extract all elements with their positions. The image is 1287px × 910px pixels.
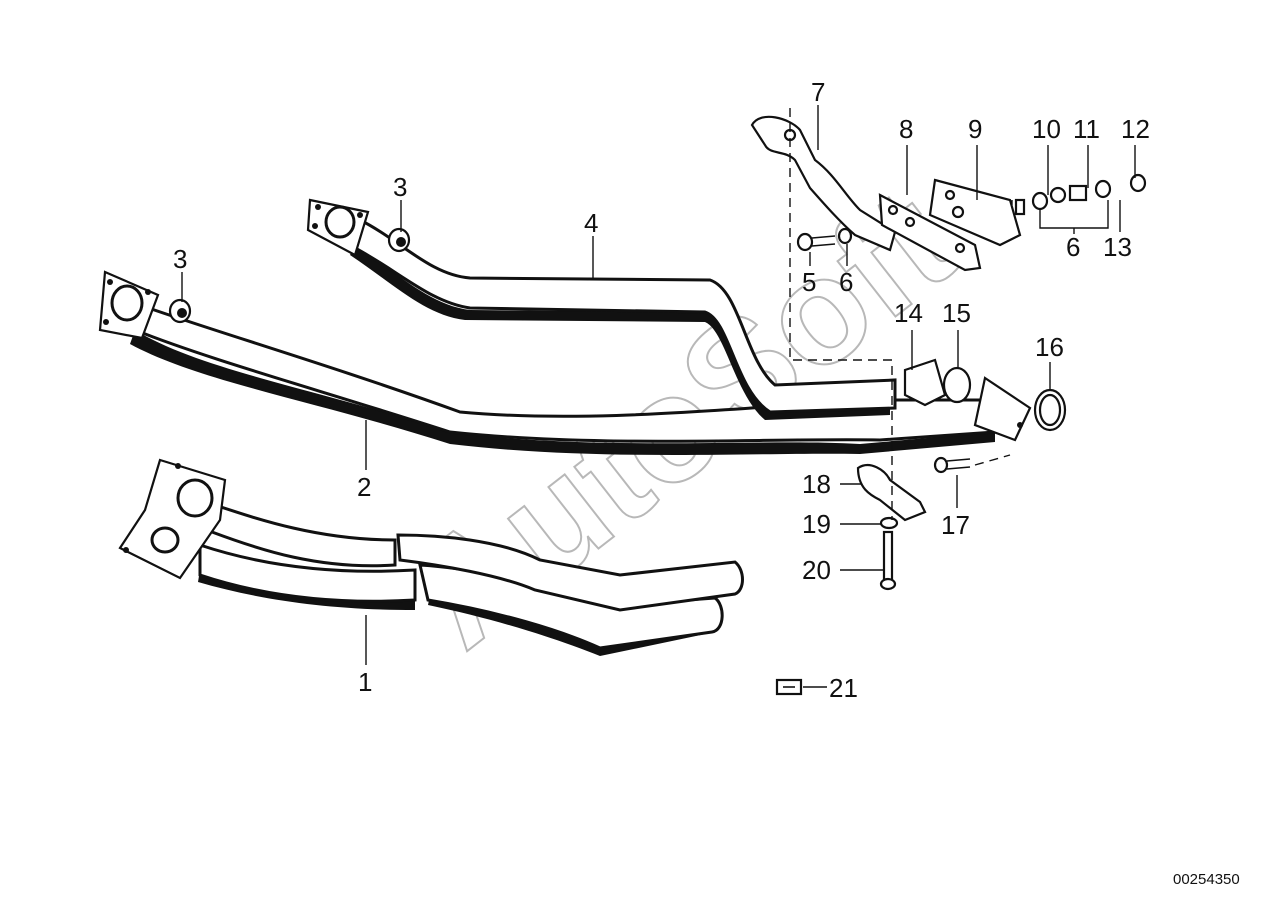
callout-18: 18: [802, 469, 831, 499]
part-6-washer: [837, 227, 853, 245]
callout-2: 2: [357, 472, 371, 502]
part-19-washer: [879, 516, 899, 530]
part-17-bolt: [933, 456, 971, 474]
callout-1: 1: [358, 667, 372, 697]
callout-7: 7: [811, 77, 825, 107]
part-20-bolt: [879, 530, 897, 591]
part-15-gasket: [942, 366, 972, 404]
part-8-bracket: [878, 193, 982, 272]
callout-21: 21: [829, 673, 858, 703]
callout-15: 15: [942, 298, 971, 328]
callout-3-upper: 3: [393, 172, 407, 202]
callout-6-right: 6: [1066, 232, 1080, 262]
part-3-nut-lower: [168, 298, 192, 324]
part-5-bolt: [796, 232, 836, 252]
part-4-front-pipe: [306, 198, 897, 420]
callout-10: 10: [1032, 114, 1061, 144]
callout-9: 9: [968, 114, 982, 144]
part-21-icon: [775, 678, 803, 696]
part-9-bracket: [928, 178, 1022, 247]
callout-11: 11: [1073, 114, 1100, 144]
callout-16: 16: [1035, 332, 1064, 362]
callout-5: 5: [802, 267, 816, 297]
callout-14: 14: [894, 298, 923, 328]
callout-8: 8: [899, 114, 913, 144]
part-1-twin-pipe: [118, 458, 744, 656]
assembly-lines: [789, 108, 1013, 520]
callout-4: 4: [584, 208, 598, 238]
part-16-ring: [1033, 388, 1067, 432]
callout-labels: 1 2 3 3 4 5 6 6 7 8 9 10 11 12 13 14 15 …: [173, 77, 1150, 703]
part-3-nut-upper: [387, 227, 411, 253]
callout-3-lower: 3: [173, 244, 187, 274]
callout-6-left: 6: [839, 267, 853, 297]
parts-10-13-hardware: [1014, 173, 1147, 216]
diagram-reference-number: 00254350: [1173, 871, 1240, 888]
leader-lines: [181, 105, 1136, 688]
callout-13: 13: [1103, 232, 1132, 262]
callout-20: 20: [802, 555, 831, 585]
callout-17: 17: [941, 510, 970, 540]
part-7-bracket: [750, 115, 897, 252]
part-14-plate: [903, 358, 947, 407]
callout-12: 12: [1121, 114, 1150, 144]
callout-19: 19: [802, 509, 831, 539]
